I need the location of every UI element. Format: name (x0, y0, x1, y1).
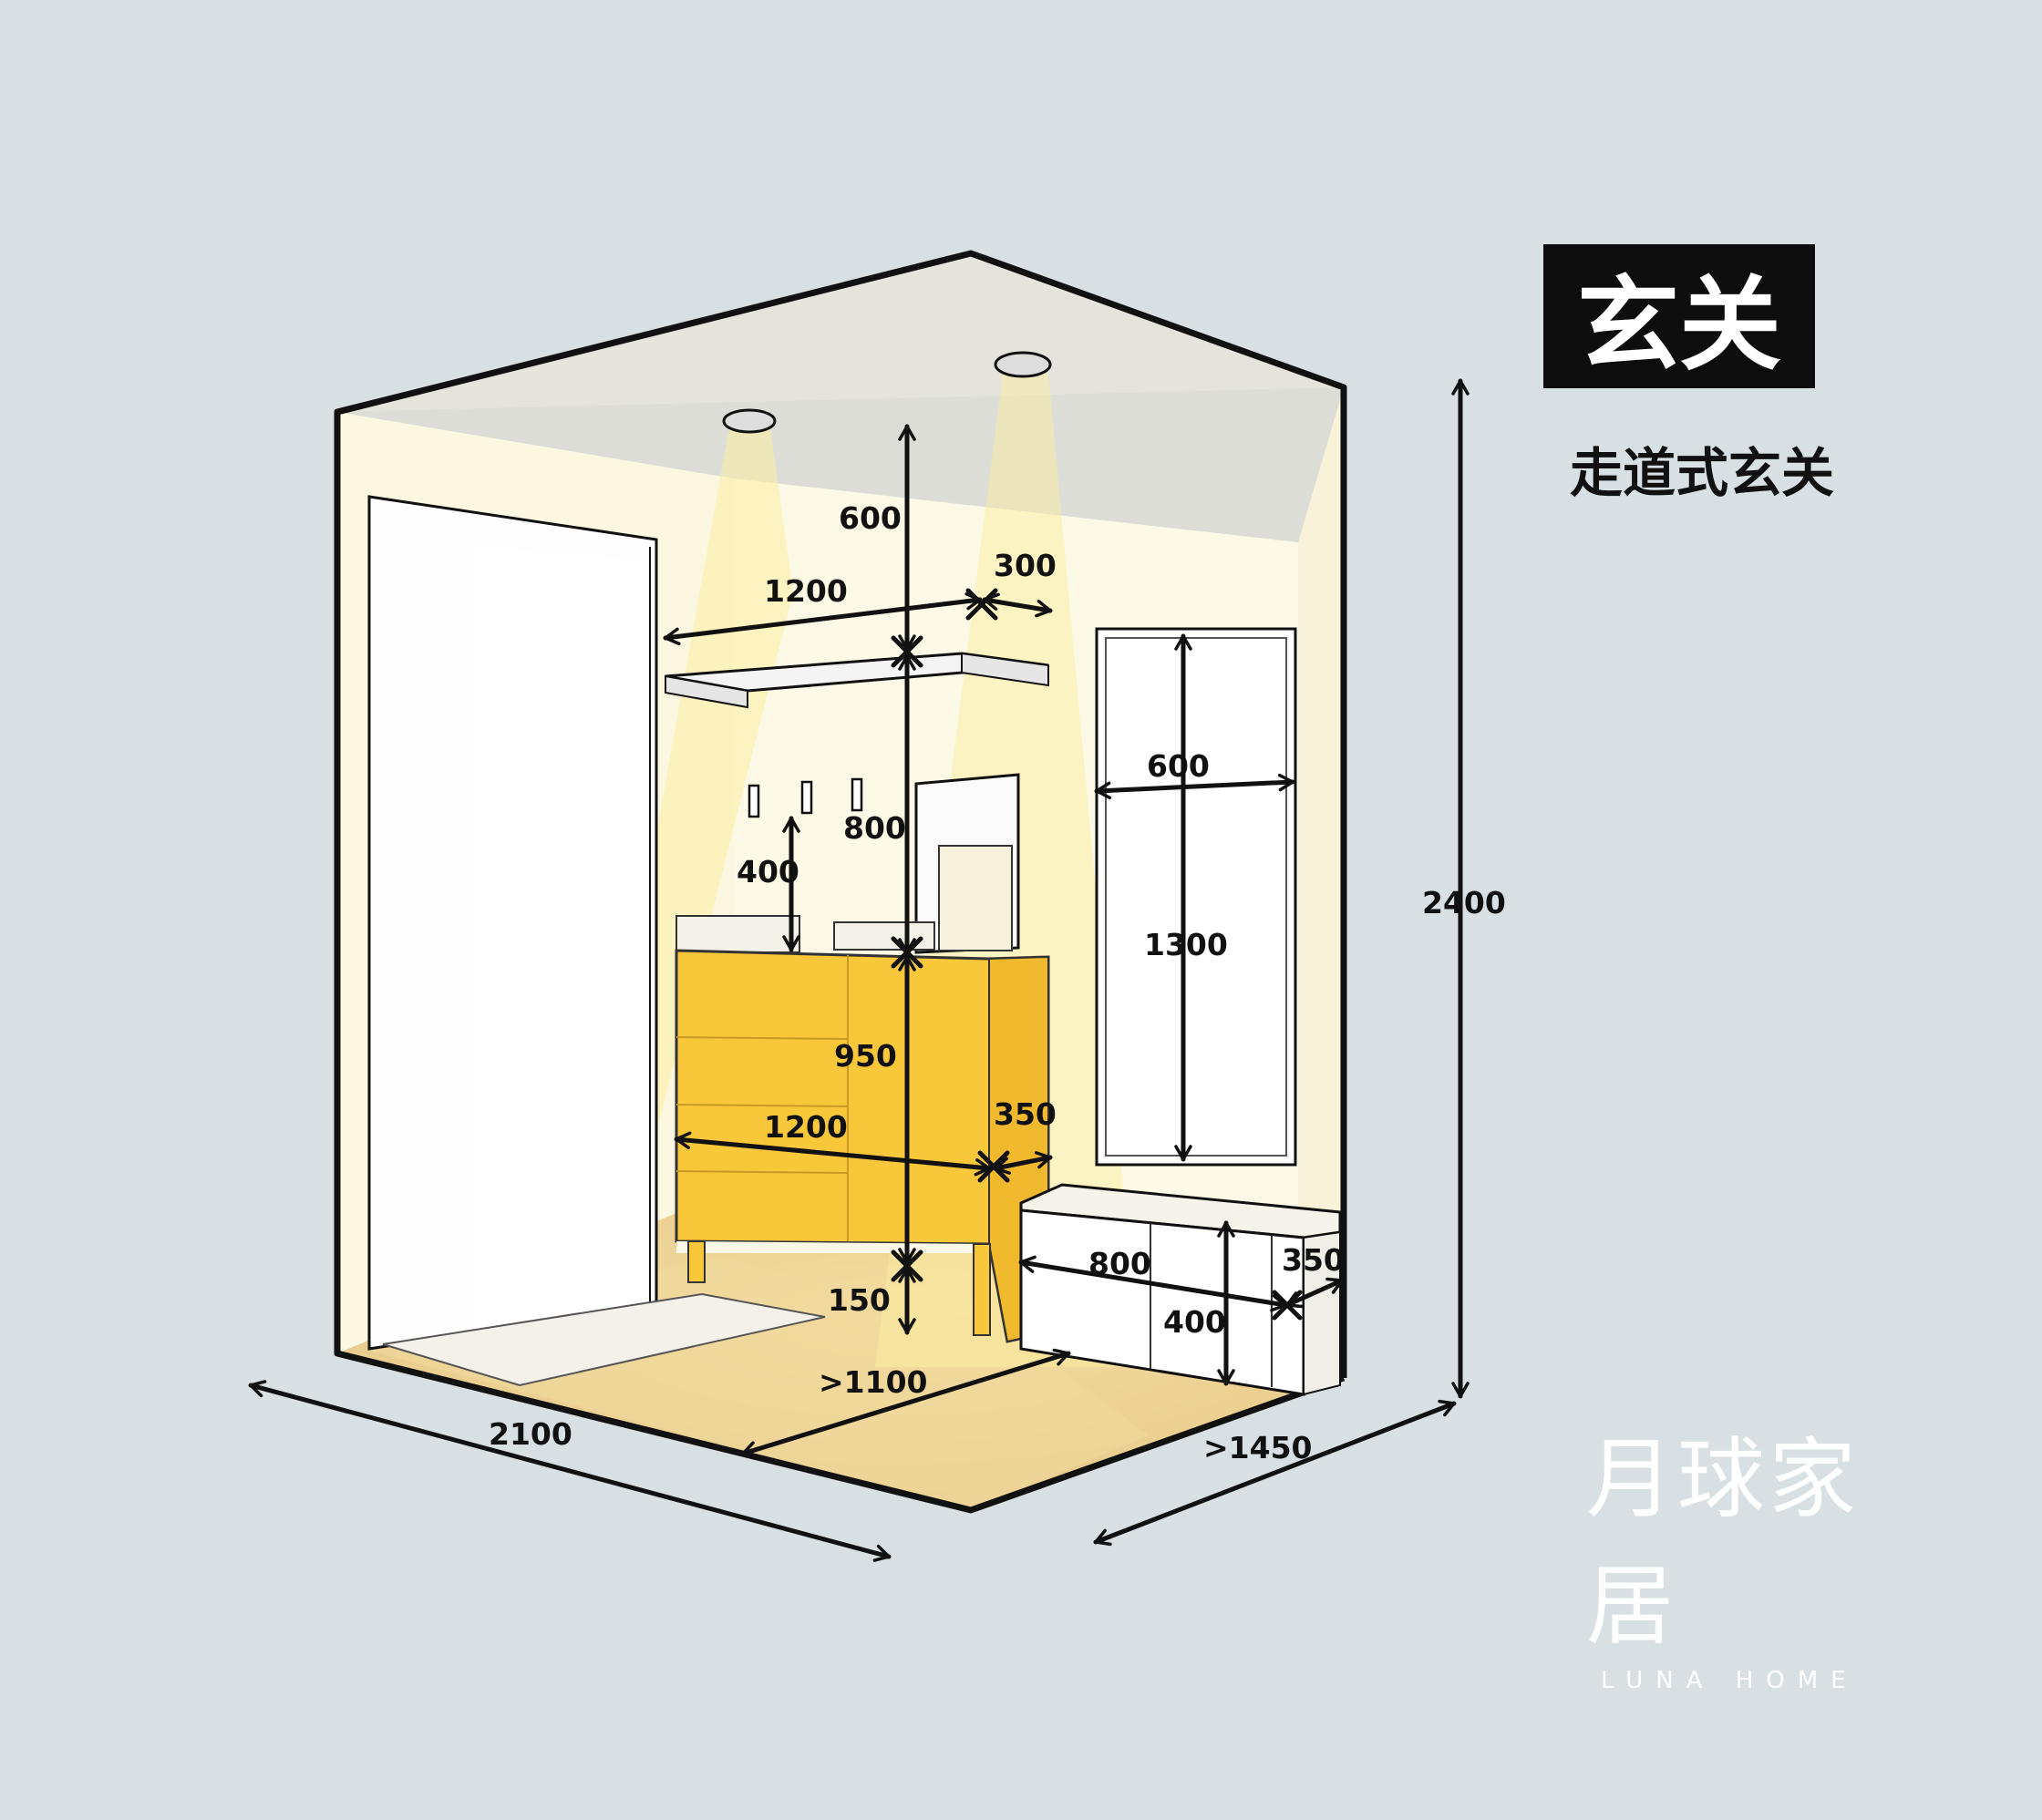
label-room-length: 2100 (489, 1416, 572, 1452)
cabinet-top-items (676, 773, 1020, 954)
label-shelf-width: 1200 (764, 573, 848, 609)
page-title: 玄关 (1543, 244, 1815, 388)
dim-line-cabinet-width (674, 1131, 992, 1177)
door-mat (382, 1292, 826, 1387)
brand-name-cn: 月球家居 (1586, 1428, 1860, 1657)
dimension-ticks (891, 588, 1303, 1321)
dim-line-bench-width (1018, 1255, 1288, 1312)
ceiling-shadow (337, 387, 1344, 542)
label-mirror-width: 600 (1147, 748, 1210, 784)
tray-left (676, 915, 800, 953)
coat-hooks (748, 777, 863, 818)
label-cabinet-depth: 350 (994, 1096, 1057, 1132)
ceiling-light-right (994, 351, 1052, 378)
ceiling-light-left (722, 408, 777, 434)
dim-line-shelf-width (663, 592, 983, 645)
brand-logo: 月球家居 LUNA HOME (1586, 1408, 1896, 1694)
label-bench-width: 800 (1088, 1246, 1151, 1281)
label-bench-depth: 350 (1282, 1242, 1345, 1278)
door-glass (474, 547, 643, 1332)
dim-line-room-length (248, 1380, 892, 1562)
full-length-mirror (1095, 627, 1297, 1167)
dim-line-mirror-width (1094, 773, 1295, 800)
label-shelf-depth: 300 (994, 548, 1057, 583)
wall-shelf (665, 652, 1049, 709)
label-bench-height: 400 (1163, 1304, 1226, 1340)
dim-line-shelf-depth (982, 592, 1053, 618)
label-room-depth: >1450 (1203, 1430, 1313, 1465)
label-passage-width: >1100 (819, 1364, 928, 1400)
brand-name-en: LUNA HOME (1601, 1667, 1859, 1694)
label-room-height: 2400 (1422, 885, 1506, 920)
label-mirror-over-cabinet: 800 (843, 810, 906, 846)
dim-line-cabinet-depth (993, 1151, 1053, 1175)
label-mirror-height: 1300 (1144, 927, 1228, 962)
dim-line-room-depth (1093, 1399, 1457, 1547)
room-outline (334, 250, 1347, 1514)
right-wall (1298, 387, 1344, 1378)
page-subtitle: 走道式玄关 (1570, 442, 1835, 504)
dimension-lines (248, 378, 1470, 1562)
label-cabinet-legs: 150 (828, 1282, 891, 1318)
dimension-labels: 600 1200 300 800 400 950 1200 350 150 >1… (489, 500, 1506, 1465)
label-shelf-height: 600 (839, 500, 902, 536)
label-cabinet-height: 950 (834, 1038, 897, 1074)
door (367, 495, 658, 1351)
storage-box (938, 845, 1013, 951)
label-cabinet-width: 1200 (764, 1109, 848, 1145)
label-hook-height: 400 (737, 854, 799, 889)
ceiling-lights (722, 351, 1052, 434)
dim-line-bench-depth (1284, 1277, 1345, 1309)
book-stack (833, 921, 935, 951)
